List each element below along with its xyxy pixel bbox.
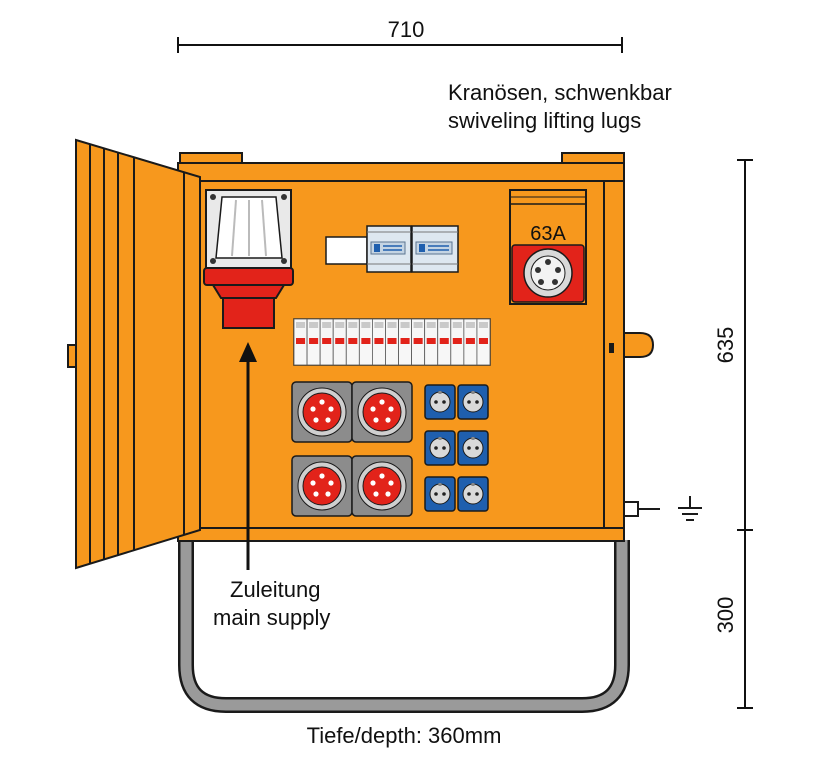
supply-label-en: main supply xyxy=(213,605,330,630)
circuit-breaker xyxy=(463,318,478,366)
ground-terminal xyxy=(623,501,660,517)
supply-label-de: Zuleitung xyxy=(230,577,321,602)
schuko-socket xyxy=(457,384,489,420)
circuit-breaker xyxy=(398,318,412,366)
schuko-socket-group xyxy=(424,384,489,512)
circuit-breaker xyxy=(437,318,452,366)
width-dimension xyxy=(177,37,623,53)
schuko-socket xyxy=(424,430,456,466)
cabinet-height-label: 635 xyxy=(713,327,738,364)
cee-socket xyxy=(351,381,413,443)
depth-label: Tiefe/depth: 360mm xyxy=(307,723,502,748)
height-dimension xyxy=(737,159,753,709)
width-dimension-label: 710 xyxy=(388,17,425,42)
circuit-breaker xyxy=(424,318,439,366)
circuit-breaker xyxy=(476,318,491,366)
circuit-breaker xyxy=(358,318,373,366)
main-supply-inlet xyxy=(203,189,294,329)
lifting-lugs-label-de: Kranösen, schwenkbar xyxy=(448,80,672,105)
circuit-breaker xyxy=(332,318,347,366)
circuit-breaker xyxy=(306,318,321,366)
cee-socket-group xyxy=(291,381,413,517)
tube-frame xyxy=(178,540,630,713)
circuit-breaker xyxy=(411,318,426,366)
schuko-socket xyxy=(424,384,456,420)
cabinet-door xyxy=(67,138,201,570)
side-handle xyxy=(609,332,655,358)
cee-socket xyxy=(291,381,353,443)
arrow-up-icon xyxy=(239,342,257,570)
main-socket-panel xyxy=(509,189,587,305)
schuko-socket xyxy=(457,430,489,466)
rcd-breakers xyxy=(325,225,459,273)
schuko-socket xyxy=(424,476,456,512)
circuit-breaker xyxy=(293,318,308,366)
ground-symbol-icon xyxy=(678,496,702,521)
circuit-breaker xyxy=(371,318,386,366)
lifting-lugs-label-en: swiveling lifting lugs xyxy=(448,108,641,133)
circuit-breaker xyxy=(385,318,399,366)
circuit-breaker xyxy=(345,318,360,366)
main-socket-rating-label: 63A xyxy=(530,223,566,245)
circuit-breaker-row xyxy=(293,318,491,366)
circuit-breaker xyxy=(450,318,465,366)
frame-height-label: 300 xyxy=(713,597,738,634)
cee-socket xyxy=(291,455,353,517)
circuit-breaker xyxy=(319,318,334,366)
schuko-socket xyxy=(457,476,489,512)
cee-socket xyxy=(351,455,413,517)
